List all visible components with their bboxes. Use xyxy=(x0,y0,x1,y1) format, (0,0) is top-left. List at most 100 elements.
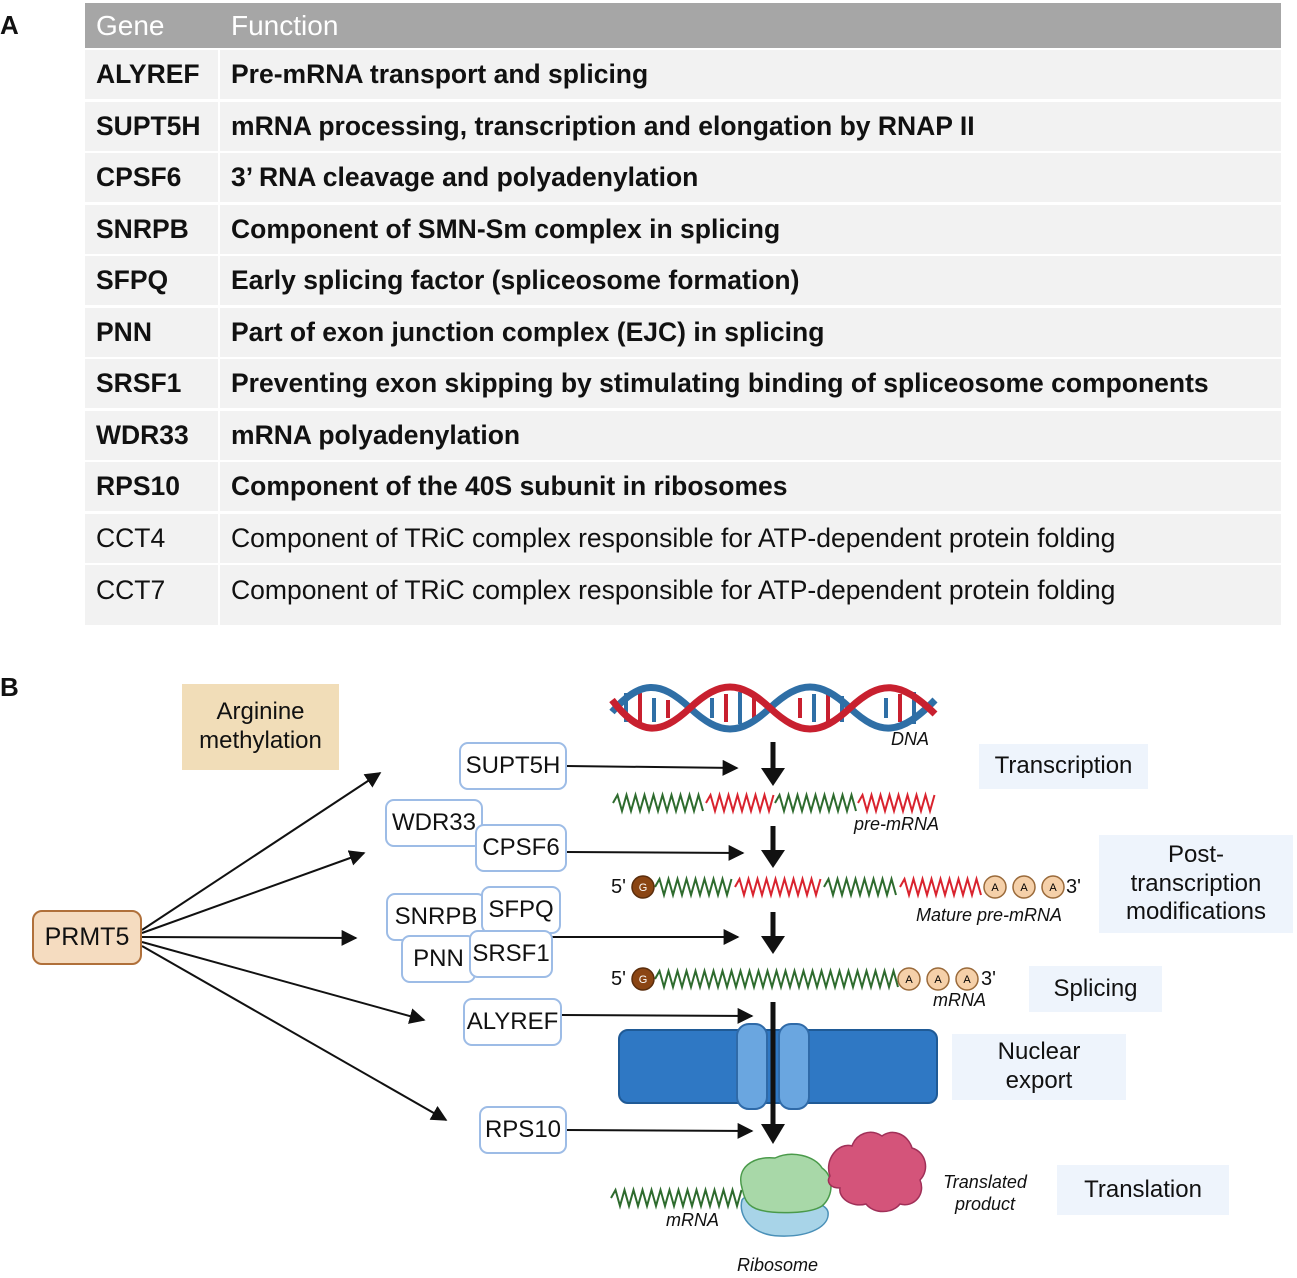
mrna-strand xyxy=(654,967,899,991)
translated-product-label: Translated product xyxy=(943,1172,1027,1214)
gene-node-label: WDR33 xyxy=(391,809,476,836)
poly-a-letter: A xyxy=(1049,882,1057,894)
ribosome-icon xyxy=(740,1153,832,1237)
five-prime-label: 5' xyxy=(611,876,626,898)
header-gene: Gene xyxy=(96,9,165,41)
table-row: CCT4 Component of TRiC complex responsib… xyxy=(85,513,1281,563)
table-row: RPS10 Component of the 40S subunit in ri… xyxy=(85,462,1281,512)
stage-transcription: Transcription xyxy=(979,744,1148,789)
stage-post-transcription: Post-transcription modifications xyxy=(1099,835,1293,933)
mature-pre-mrna-label: Mature pre-mRNA xyxy=(916,905,1063,925)
table-row: CCT7 Component of TRiC complex responsib… xyxy=(85,565,1281,626)
gene-node-rps10: RPS10 xyxy=(479,1106,567,1154)
gene-node-srsf1: SRSF1 xyxy=(469,930,553,978)
mrna-label: mRNA xyxy=(933,990,986,1010)
gene-cell: SRSF1 xyxy=(85,359,218,409)
prmt5-node: PRMT5 xyxy=(32,910,142,965)
poly-a-tail-icon: A A A xyxy=(983,875,1065,899)
table-row: WDR33 mRNA polyadenylation xyxy=(85,410,1281,460)
five-prime-cap-icon: G xyxy=(631,967,655,991)
gene-cell: CCT7 xyxy=(85,565,218,626)
gene-cell: SUPT5H xyxy=(85,101,218,151)
table-row: SRSF1 Preventing exon skipping by stimul… xyxy=(85,359,1281,409)
function-cell: Part of exon junction complex (EJC) in s… xyxy=(220,307,1281,357)
gene-node-wdr33: WDR33 xyxy=(385,799,483,847)
three-prime-label: 3' xyxy=(1066,876,1081,898)
cap-letter: G xyxy=(639,974,648,986)
five-prime-label: 5' xyxy=(611,968,626,990)
stage-label: Post-transcription modifications xyxy=(1125,840,1267,926)
three-prime-label: 3' xyxy=(981,968,996,990)
gene-cell: WDR33 xyxy=(85,410,218,460)
function-cell: Component of TRiC complex responsible fo… xyxy=(220,513,1281,563)
gene-cell: SFPQ xyxy=(85,256,218,306)
stage-label: Transcription xyxy=(994,752,1133,780)
gene-node-label: ALYREF xyxy=(466,1008,559,1035)
function-cell: mRNA polyadenylation xyxy=(220,410,1281,460)
poly-a-letter: A xyxy=(905,974,913,986)
prmt5-label: PRMT5 xyxy=(44,923,130,951)
gene-function-table: Gene Function ALYREF Pre-mRNA transport … xyxy=(85,3,1281,626)
table-row: SNRPB Component of SMN-Sm complex in spl… xyxy=(85,204,1281,254)
poly-a-letter: A xyxy=(1020,882,1028,894)
function-cell: Pre-mRNA transport and splicing xyxy=(220,50,1281,100)
function-cell: Component of the 40S subunit in ribosome… xyxy=(220,462,1281,512)
function-cell: Early splicing factor (spliceosome forma… xyxy=(220,256,1281,306)
stage-splicing: Splicing xyxy=(1029,966,1162,1012)
header-function: Function xyxy=(231,9,339,41)
ribosome-label: Ribosome xyxy=(737,1255,819,1275)
gene-node-supt5h: SUPT5H xyxy=(459,742,567,790)
arginine-methylation-label: Arginine methylation xyxy=(182,684,339,770)
table-header: Gene Function xyxy=(85,3,1281,48)
function-cell: mRNA processing, transcription and elong… xyxy=(220,101,1281,151)
panel-label-b: B xyxy=(0,672,19,702)
gene-node-snrpb: SNRPB xyxy=(386,893,486,941)
poly-a-letter: A xyxy=(934,974,942,986)
arginine-methylation-text: Arginine methylation xyxy=(199,698,322,754)
gene-node-pnn: PNN xyxy=(401,935,476,983)
pathway-flow-arrows xyxy=(761,742,785,1144)
gene-cell: RPS10 xyxy=(85,462,218,512)
gene-cell: CCT4 xyxy=(85,513,218,563)
function-cell: Component of TRiC complex responsible fo… xyxy=(220,565,1281,626)
mature-pre-mrna-strand xyxy=(654,875,982,899)
dna-helix-icon xyxy=(609,683,938,733)
gene-node-label: CPSF6 xyxy=(482,834,560,861)
gene-node-label: SFPQ xyxy=(488,896,554,923)
translated-product-icon xyxy=(827,1131,927,1213)
gene-pathway-arrows xyxy=(552,759,754,1139)
gene-node-label: SNRPB xyxy=(394,903,478,930)
stage-translation: Translation xyxy=(1057,1165,1229,1215)
gene-node-label: RPS10 xyxy=(484,1116,562,1143)
gene-cell: SNRPB xyxy=(85,204,218,254)
table-row: SFPQ Early splicing factor (spliceosome … xyxy=(85,256,1281,306)
gene-cell: ALYREF xyxy=(85,50,218,100)
five-prime-cap-icon: G xyxy=(631,875,655,899)
gene-cell: PNN xyxy=(85,307,218,357)
ribosome-mrna-strand xyxy=(610,1186,743,1210)
dna-label: DNA xyxy=(891,729,930,749)
gene-node-label: SUPT5H xyxy=(465,752,561,779)
pre-mrna-label: pre-mRNA xyxy=(854,814,940,834)
gene-node-label: SRSF1 xyxy=(472,940,550,967)
ribosome-mrna-label: mRNA xyxy=(666,1210,719,1230)
table-row: PNN Part of exon junction complex (EJC) … xyxy=(85,307,1281,357)
gene-node-label: PNN xyxy=(413,945,464,972)
table-row: CPSF6 3’ RNA cleavage and polyadenylatio… xyxy=(85,153,1281,203)
function-cell: Preventing exon skipping by stimulating … xyxy=(220,359,1281,409)
poly-a-letter: A xyxy=(963,974,971,986)
function-cell: Component of SMN-Sm complex in splicing xyxy=(220,204,1281,254)
prmt5-target-arrows xyxy=(141,772,448,1121)
nuclear-membrane-icon xyxy=(618,1023,938,1110)
pre-mrna-strand xyxy=(612,791,936,815)
poly-a-letter: A xyxy=(991,882,999,894)
cap-letter: G xyxy=(639,882,648,894)
stage-label: Splicing xyxy=(1053,974,1138,1002)
stage-label: Translation xyxy=(1084,1175,1202,1203)
poly-a-tail-icon: A A A xyxy=(897,967,979,991)
gene-node-sfpq: SFPQ xyxy=(481,886,561,934)
stage-label: Nuclear export xyxy=(997,1038,1081,1094)
table-row: SUPT5H mRNA processing, transcription an… xyxy=(85,101,1281,151)
panel-label-a: A xyxy=(0,10,19,40)
